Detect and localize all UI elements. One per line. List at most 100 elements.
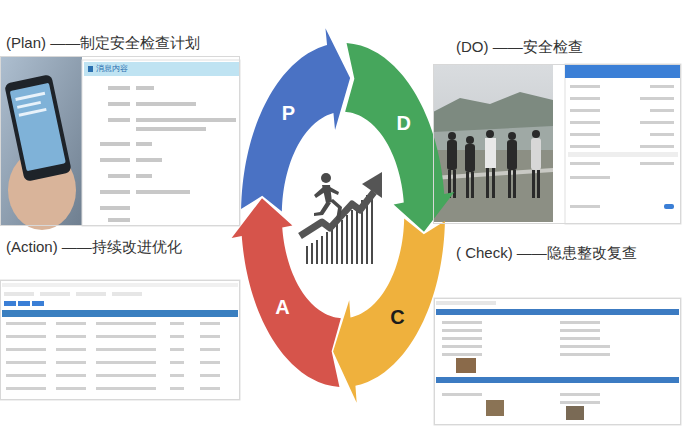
- message-form-screenshot-part-part: [136, 127, 206, 131]
- growth-runner-icon: [300, 172, 382, 264]
- table-screenshot-part-part: [96, 374, 156, 377]
- site-inspection-photo-part-part: [513, 170, 516, 198]
- mobile-form-screenshot-part-part: [640, 145, 674, 148]
- message-form-screenshot-part: [88, 66, 93, 72]
- mobile-form-screenshot: [565, 64, 681, 224]
- mobile-form-screenshot-part-part: [570, 205, 600, 208]
- site-inspection-photo: [433, 64, 553, 222]
- bar-chart-icon-part: [321, 236, 323, 264]
- mobile-form-screenshot-part: [568, 152, 678, 157]
- runner-figure: [314, 173, 342, 220]
- site-inspection-photo-part-part: [507, 140, 517, 170]
- table-screenshot-part: [2, 283, 238, 287]
- review-form-screenshot-part-part: [442, 321, 482, 324]
- bar-chart-icon-part: [306, 246, 308, 264]
- review-form-screenshot-part: [434, 298, 681, 425]
- phone-photo-part: [10, 83, 66, 172]
- cycle-letter: D: [396, 112, 410, 134]
- review-form-screenshot-part-part: [560, 337, 600, 340]
- site-inspection-photo-part-part: [531, 138, 541, 170]
- bar-chart-icon-part: [316, 240, 318, 264]
- do-panel: (DO) ——安全检查: [433, 64, 681, 224]
- site-inspection-photo-part-part: [508, 132, 516, 140]
- table-screenshot-part-part: [200, 335, 220, 338]
- table-screenshot-part-part: [170, 348, 184, 351]
- cycle-letter: C: [390, 306, 404, 328]
- phone-photo-part: [19, 108, 47, 117]
- review-form-screenshot-part: [436, 377, 679, 383]
- review-form-screenshot-part-part: [560, 401, 600, 404]
- table-screenshot-part: [32, 301, 44, 306]
- review-form-screenshot-part-part: [442, 393, 482, 396]
- review-form-screenshot-part: [442, 321, 610, 404]
- form-title: 消息内容: [96, 64, 128, 74]
- review-form-screenshot: [434, 298, 681, 425]
- review-form-screenshot-part-part: [560, 345, 610, 348]
- mobile-form-screenshot-part-part: [570, 162, 600, 165]
- plan-panel: (Plan) ——制定安全检查计划: [0, 56, 240, 226]
- mobile-form-screenshot-part-part: [640, 97, 674, 100]
- phone-photo-part: [4, 74, 72, 182]
- table-screenshot-part: [0, 280, 240, 400]
- review-form-screenshot-part: [456, 358, 476, 373]
- site-inspection-photo-part-part: [508, 170, 511, 198]
- table-screenshot-part-part: [170, 361, 184, 364]
- plan-arrow: [241, 28, 350, 211]
- runner-figure-part: [314, 201, 331, 216]
- table-screenshot-part: [18, 301, 30, 306]
- table-screenshot-part-part: [96, 387, 156, 390]
- do-letter: D: [392, 110, 415, 136]
- message-form-screenshot: [82, 60, 240, 226]
- review-form-screenshot-part-part: [560, 393, 600, 396]
- review-form-screenshot-part-part: [442, 345, 482, 348]
- review-form-screenshot-part-part: [442, 353, 482, 356]
- table-screenshot-part-part: [56, 374, 86, 377]
- runner-figure-part: [314, 187, 325, 198]
- message-form-screenshot-part-part: [108, 102, 130, 106]
- plan-letter: P: [277, 100, 299, 126]
- site-inspection-photo-part-part: [532, 170, 535, 198]
- review-form-screenshot-part: [566, 406, 584, 420]
- mobile-form-screenshot-part: [664, 204, 674, 209]
- panel-heading: (DO) ——安全检查: [456, 38, 583, 56]
- check-arrow: [333, 219, 445, 403]
- table-screenshot-part-part: [200, 387, 220, 390]
- message-form-screenshot-part: [82, 60, 240, 226]
- message-form-screenshot-part: [84, 62, 240, 76]
- table-screenshot-part: [4, 292, 34, 296]
- table-screenshot-part-part: [200, 374, 220, 377]
- mobile-form-screenshot-part-part: [570, 121, 600, 124]
- site-inspection-photo-part-part: [485, 138, 496, 168]
- runner-figure-part: [330, 199, 342, 220]
- site-inspection-photo-part-part: [453, 170, 456, 198]
- message-form-screenshot-part-part: [136, 174, 152, 178]
- mobile-form-screenshot-part: [570, 85, 674, 208]
- panel-heading: ( Check) ——隐患整改复查: [456, 244, 637, 262]
- mobile-form-screenshot-part-part: [650, 133, 674, 136]
- bar-chart-icon-part: [346, 215, 348, 264]
- site-inspection-photo-part-part: [537, 170, 540, 198]
- table-screenshot-part-part: [200, 361, 220, 364]
- table-screenshot-part-part: [170, 387, 184, 390]
- table-screenshot-part-part: [56, 335, 86, 338]
- bar-chart-icon-part: [331, 228, 333, 264]
- mobile-form-screenshot-part-part: [570, 176, 610, 179]
- table-screenshot-part-part: [56, 361, 86, 364]
- bar-chart-icon-part: [336, 224, 338, 264]
- message-form-screenshot-part-part: [100, 158, 130, 162]
- phone-photo-part: [17, 101, 41, 109]
- pdca-cycle-arrows: [232, 28, 455, 403]
- cycle-letter: P: [282, 102, 295, 124]
- mobile-form-screenshot-part-part: [570, 97, 600, 100]
- bar-chart-icon-part: [326, 232, 328, 264]
- site-inspection-photo-part-part: [448, 132, 456, 140]
- message-form-screenshot-part-part: [108, 118, 130, 122]
- message-form-screenshot-part-part: [136, 158, 162, 162]
- review-form-screenshot-part: [486, 400, 504, 416]
- mobile-form-screenshot-part-part: [640, 162, 674, 165]
- site-inspection-photo-part: [447, 130, 541, 198]
- table-screenshot-part-part: [170, 374, 184, 377]
- mobile-form-screenshot-part: [565, 64, 681, 224]
- bar-chart-icon-part: [351, 210, 353, 264]
- bar-chart-icon-part: [341, 220, 343, 264]
